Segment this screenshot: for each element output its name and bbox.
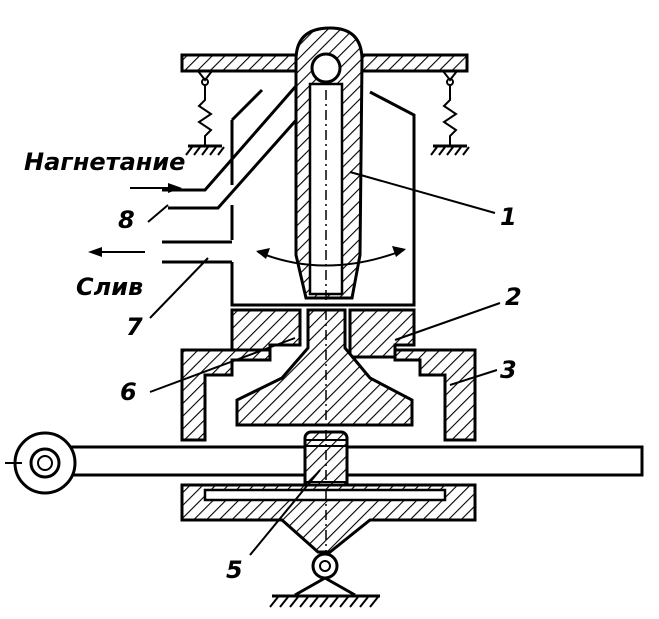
valve-body [230,88,416,307]
part-7-label: 7 [126,313,143,341]
left-spring-support [185,70,225,156]
right-spring-support [430,70,470,156]
injection-label: Нагнетание [24,148,185,176]
jet-pipe [294,26,364,300]
leader-lines [147,171,501,556]
part-6-label: 6 [120,378,137,406]
drain-label: Слив [76,273,143,301]
part-3-label: 3 [500,356,517,384]
injection-arrow [130,183,182,193]
bottom-pivot [269,552,380,608]
part-1-label: 1 [500,203,517,231]
lower-bracket [180,483,477,554]
part-8-label: 8 [118,206,135,234]
swing-arrows [256,246,406,267]
drain-arrow [88,247,145,257]
part-2-label: 2 [505,283,522,311]
drain-channel [162,240,232,264]
part-5-label: 5 [226,556,243,584]
piston [235,308,414,427]
actuator-rod [5,431,644,495]
